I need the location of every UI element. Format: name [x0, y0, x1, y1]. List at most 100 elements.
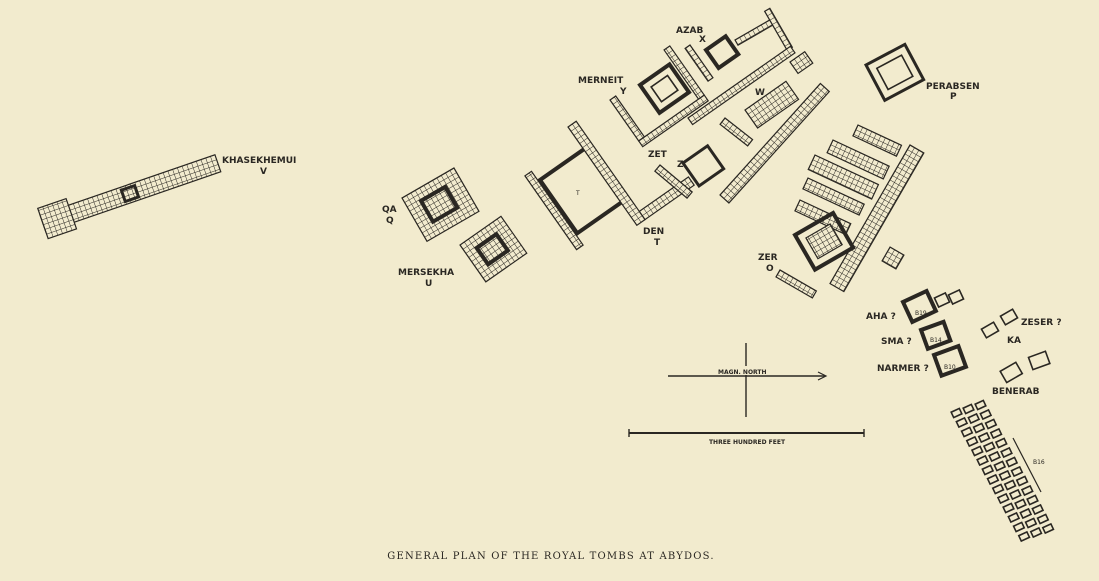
- tomb-aha: [900, 288, 939, 325]
- letter-azab: X: [699, 35, 706, 45]
- subsidiary-grave: [984, 418, 998, 430]
- subsidiary-grave: [1031, 503, 1045, 516]
- subsidiary-grave: [994, 437, 1008, 449]
- tomb-b16-group: [950, 399, 1055, 543]
- subsidiary-grave: [993, 460, 1007, 472]
- subsidiary-grave: [989, 427, 1003, 440]
- subsidiary-grave: [974, 399, 987, 411]
- label-zer: ZER: [758, 253, 778, 263]
- subsidiary-grave: [1008, 488, 1022, 501]
- azab-wall: [684, 44, 714, 83]
- label-azab: AZAB: [676, 26, 703, 36]
- subsidiary-grave: [986, 473, 1000, 486]
- letter-mersekha: U: [425, 279, 432, 289]
- subsidiary-grave: [965, 435, 979, 448]
- tomb-w-walls: [687, 45, 831, 204]
- subsidiary-grave: [1026, 494, 1039, 506]
- letter-zet: Z: [677, 160, 684, 170]
- subsidiary-grave: [1010, 465, 1024, 478]
- subsidiary-grave: [981, 464, 995, 476]
- tomb-narmer: [931, 343, 969, 379]
- compass: [668, 343, 828, 417]
- merneit-enclosure: [609, 45, 710, 148]
- subsidiary-grave: [1012, 521, 1026, 533]
- subsidiary-grave: [1036, 513, 1050, 525]
- subsidiary-grave: [1019, 507, 1033, 520]
- subsidiary-grave: [1020, 484, 1034, 497]
- letter-qa: Q: [386, 216, 394, 226]
- caption: GENERAL PLAN OF THE ROYAL TOMBS AT ABYDO…: [387, 551, 715, 562]
- tomb-zer: [792, 210, 856, 273]
- code-narmer: B10: [944, 364, 956, 371]
- tomb-mersekha: [459, 215, 528, 283]
- tomb-merneit: [637, 61, 692, 116]
- subsidiary-grave: [972, 422, 986, 434]
- tomb-azab: [703, 33, 742, 71]
- tomb-zeser-ka: [980, 308, 1051, 384]
- letter-khasekhemui: V: [260, 167, 267, 177]
- tomb-zet: [680, 143, 726, 189]
- subsidiary-grave: [1017, 530, 1031, 543]
- subsidiary-grave: [996, 492, 1010, 505]
- label-narmer: NARMER ?: [877, 364, 929, 374]
- zet-wall: [654, 164, 694, 199]
- tomb-sma: [918, 319, 953, 352]
- tomb-b15: [947, 288, 965, 306]
- subsidiary-grave: [955, 416, 969, 429]
- tomb-khasekhemui: [36, 154, 222, 240]
- subsidiary-grave: [976, 454, 989, 467]
- subsidiary-grave: [960, 426, 974, 438]
- subsidiary-grave: [991, 483, 1005, 495]
- label-zeser: ZESER ?: [1021, 318, 1062, 328]
- subsidiary-grave: [1024, 517, 1038, 529]
- letter-den: T: [654, 238, 661, 248]
- letter-perabsen: P: [950, 92, 957, 102]
- tomb-b18: [933, 291, 951, 309]
- letter-w: W: [755, 88, 765, 98]
- label-perabsen: PERABSEN: [926, 82, 980, 92]
- scale-label: THREE HUNDRED FEET: [709, 439, 786, 446]
- subsidiary-grave: [962, 403, 975, 415]
- inner-letter-den: T: [575, 190, 580, 197]
- label-mersekha: MERSEKHA: [398, 268, 454, 278]
- tomb-perabsen: [863, 42, 926, 103]
- subsidiary-grave: [1000, 446, 1013, 459]
- label-den: DEN: [643, 227, 664, 237]
- subsidiary-grave: [1015, 475, 1029, 487]
- label-benerab: BENERAB: [992, 387, 1040, 397]
- azab-enclosure: [734, 7, 794, 52]
- label-ka: KA: [1007, 336, 1021, 346]
- subsidiary-grave: [1041, 522, 1055, 535]
- den-enclosure: [567, 120, 696, 227]
- subsidiary-grave: [1003, 479, 1017, 491]
- subsidiary-grave: [967, 412, 981, 425]
- zer-subsidiary: [775, 124, 925, 299]
- label-khasekhemui: KHASEKHEMUI: [222, 156, 296, 166]
- subsidiary-grave: [998, 469, 1012, 482]
- subsidiary-grave: [988, 450, 1001, 463]
- subsidiary-grave: [1002, 502, 1015, 514]
- subsidiary-grave: [982, 441, 996, 453]
- tomb-qa: [401, 167, 480, 243]
- subsidiary-grave: [1014, 498, 1027, 510]
- scale-bar: [628, 429, 865, 437]
- code-b16: B16: [1033, 459, 1045, 466]
- label-sma: SMA ?: [881, 337, 912, 347]
- subsidiary-grave: [950, 407, 963, 419]
- letter-zer: O: [766, 264, 774, 274]
- letter-merneit: Y: [619, 87, 627, 97]
- subsidiary-grave: [979, 408, 993, 421]
- subsidiary-grave: [977, 431, 991, 444]
- label-qa: QA: [382, 205, 397, 215]
- compass-label: MAGN. NORTH: [718, 369, 767, 376]
- label-merneit: MERNEIT: [578, 76, 624, 86]
- label-aha: AHA ?: [866, 312, 896, 322]
- code-aha: B19: [915, 310, 927, 317]
- subsidiary-grave: [1007, 511, 1021, 524]
- subsidiary-grave: [1029, 526, 1043, 539]
- subsidiary-grave: [970, 445, 984, 457]
- subsidiary-grave: [1005, 456, 1019, 468]
- label-zet: ZET: [648, 150, 668, 160]
